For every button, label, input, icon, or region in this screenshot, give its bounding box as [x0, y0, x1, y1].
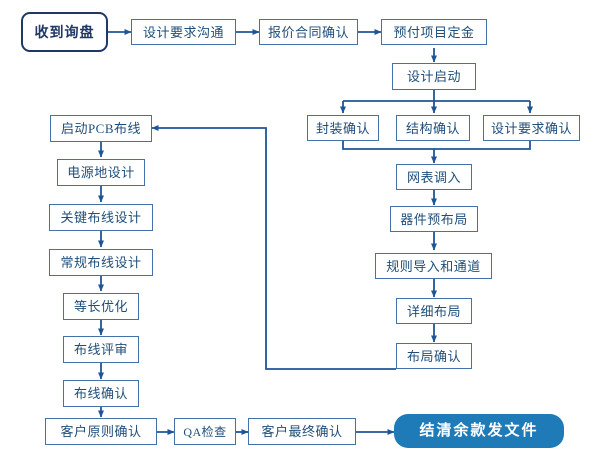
node-customer-principle-confirm[interactable]: 客户原则确认 — [45, 418, 157, 445]
node-qa-check[interactable]: QA检查 — [174, 418, 236, 445]
node-settle-and-deliver[interactable]: 结清余款发文件 — [394, 414, 564, 448]
node-design-kickoff[interactable]: 设计启动 — [392, 63, 476, 90]
node-detail-layout[interactable]: 详细布局 — [396, 298, 472, 324]
node-device-prelayout[interactable]: 器件预布局 — [390, 206, 478, 232]
node-routing-confirm[interactable]: 布线确认 — [63, 380, 139, 407]
node-rule-import-channel[interactable]: 规则导入和通道 — [375, 253, 492, 279]
node-routing-review[interactable]: 布线评审 — [63, 336, 139, 363]
node-structure-confirm[interactable]: 结构确认 — [396, 115, 470, 141]
node-quote-contract[interactable]: 报价合同确认 — [259, 19, 358, 45]
node-prepay-deposit[interactable]: 预付项目定金 — [381, 19, 487, 45]
node-design-req-confirm[interactable]: 设计要求确认 — [483, 115, 580, 141]
node-length-match-opt[interactable]: 等长优化 — [63, 293, 139, 320]
node-design-req-comm[interactable]: 设计要求沟通 — [131, 19, 236, 45]
node-package-confirm[interactable]: 封装确认 — [307, 115, 379, 141]
node-key-routing-design[interactable]: 关键布线设计 — [49, 204, 153, 231]
node-layout-confirm[interactable]: 布局确认 — [396, 343, 472, 369]
node-power-ground-design[interactable]: 电源地设计 — [57, 159, 145, 186]
node-start[interactable]: 收到询盘 — [21, 12, 108, 52]
node-start-pcb-routing[interactable]: 启动PCB布线 — [50, 115, 152, 142]
node-normal-routing-design[interactable]: 常规布线设计 — [49, 249, 153, 276]
node-netlist-import[interactable]: 网表调入 — [396, 164, 472, 190]
node-customer-final-confirm[interactable]: 客户最终确认 — [248, 418, 356, 445]
